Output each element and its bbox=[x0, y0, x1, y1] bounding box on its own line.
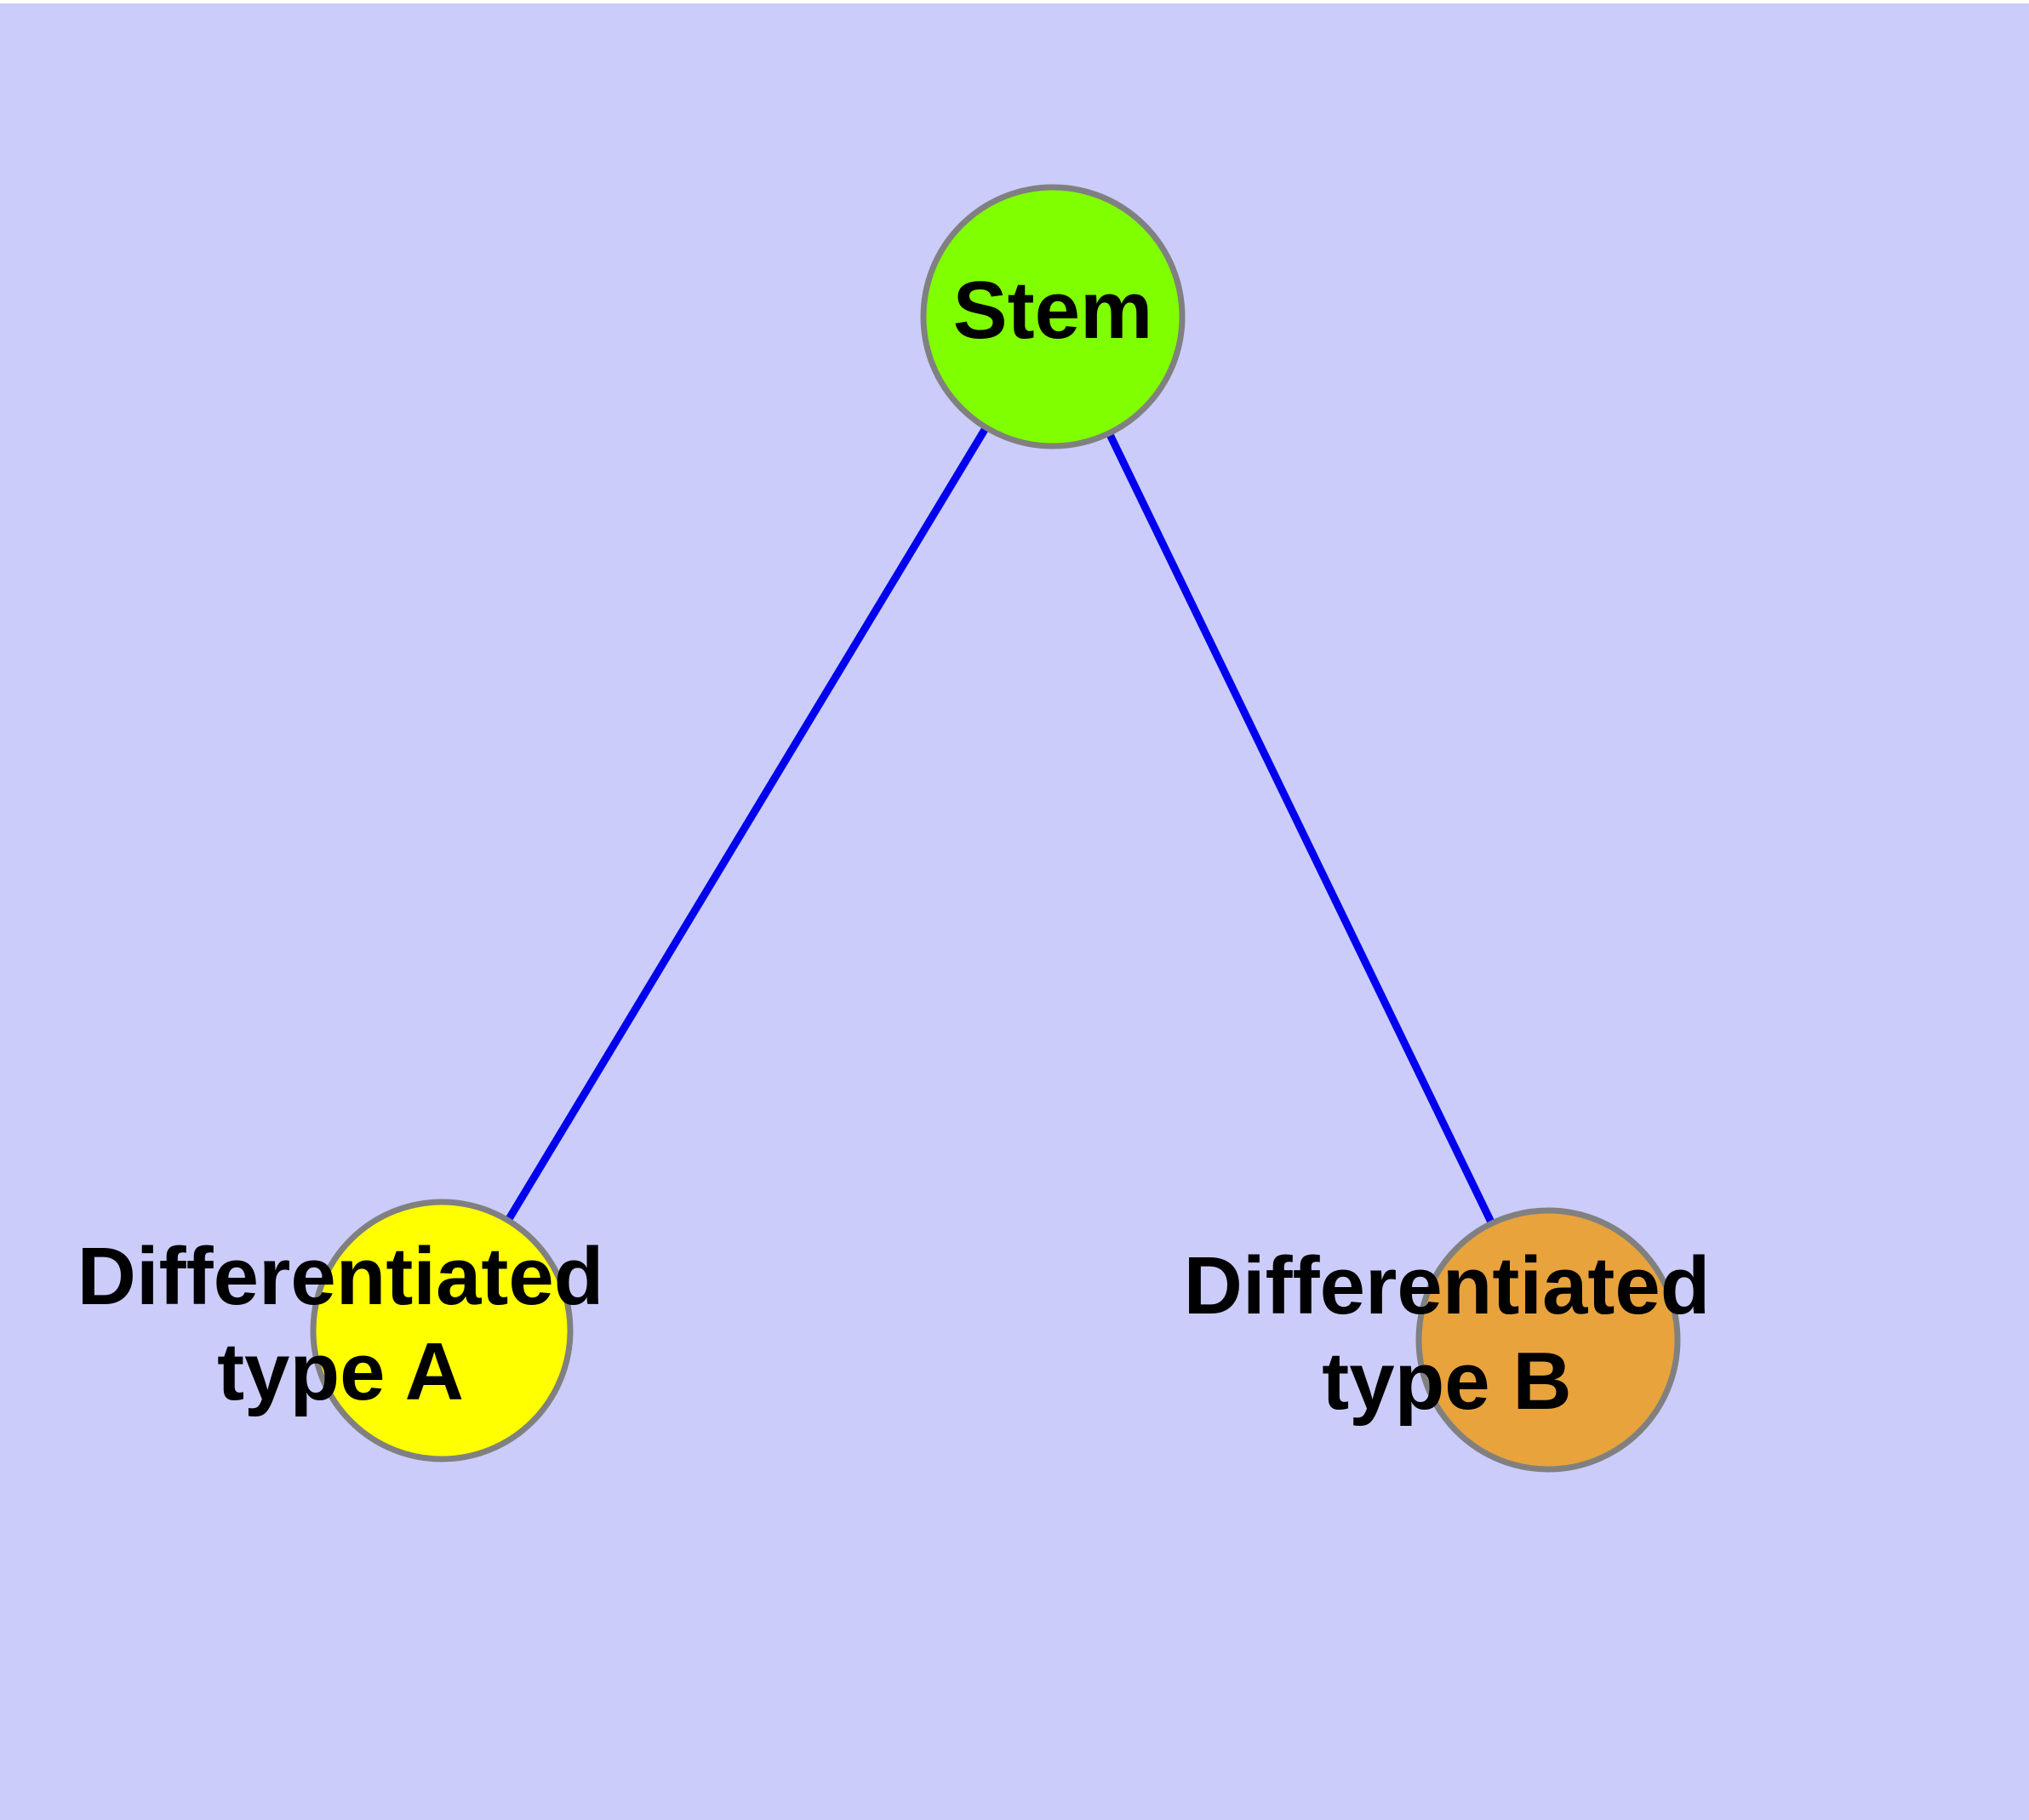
graph-node-label-stem: Stem bbox=[953, 265, 1153, 356]
graph-edge-stem-diff_b bbox=[1049, 315, 1552, 1342]
graph-node-label-line: Stem bbox=[953, 265, 1153, 356]
graph-node-diff_b[interactable] bbox=[1415, 1207, 1681, 1473]
graph-node-label-line: Differentiated bbox=[1184, 1240, 1711, 1331]
graph-node-label-line: type B bbox=[1322, 1336, 1571, 1427]
graph-node-label-line: Differentiated bbox=[77, 1231, 604, 1322]
graph-node-stem[interactable] bbox=[920, 184, 1186, 449]
edges-group bbox=[438, 314, 1552, 1342]
nodes-group bbox=[310, 184, 1681, 1473]
graph-node-diff_a[interactable] bbox=[310, 1199, 574, 1462]
graph-edge-stem-diff_a bbox=[438, 314, 1056, 1333]
graph-node-label-line: type A bbox=[217, 1326, 464, 1417]
